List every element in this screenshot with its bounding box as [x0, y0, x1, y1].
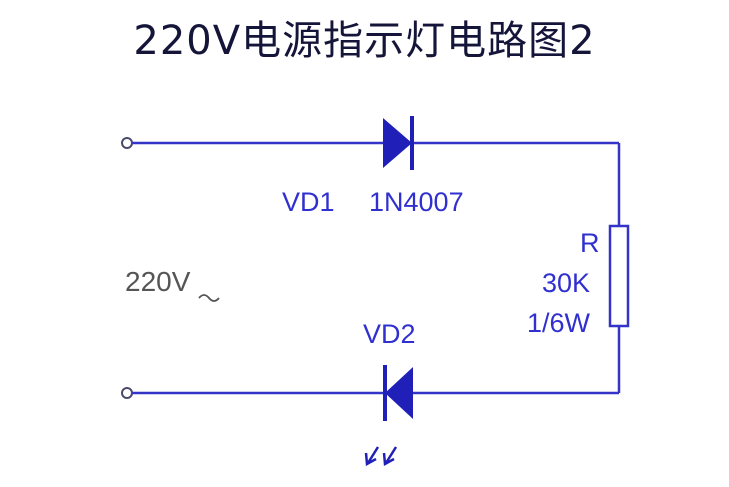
vd1-designator: VD1 — [282, 187, 335, 217]
resistor-r — [608, 224, 630, 328]
led-arrowhead-right — [382, 452, 395, 467]
diode-vd1 — [383, 116, 414, 170]
circuit-wires — [132, 141, 621, 395]
led-arrow-right — [384, 446, 398, 464]
led-arrowhead-left — [364, 452, 377, 467]
resistor-value: 30K — [542, 268, 590, 298]
vd1-part-number: 1N4007 — [369, 187, 464, 217]
led-vd2 — [364, 365, 413, 467]
diagram-title: 220V电源指示灯电路图2 — [133, 18, 596, 64]
resistor-designator: R — [580, 228, 600, 258]
led-vd2-triangle — [385, 367, 413, 419]
input-terminal-top — [121, 137, 133, 149]
diode-vd1-triangle — [383, 118, 412, 168]
led-light-arrows — [364, 446, 398, 467]
vd2-designator: VD2 — [363, 319, 416, 349]
ac-wave-icon — [198, 294, 220, 302]
resistor-power: 1/6W — [527, 308, 591, 338]
input-terminal-bottom — [121, 387, 133, 399]
source-voltage: 220V — [125, 266, 191, 297]
led-arrow-left — [366, 446, 380, 464]
